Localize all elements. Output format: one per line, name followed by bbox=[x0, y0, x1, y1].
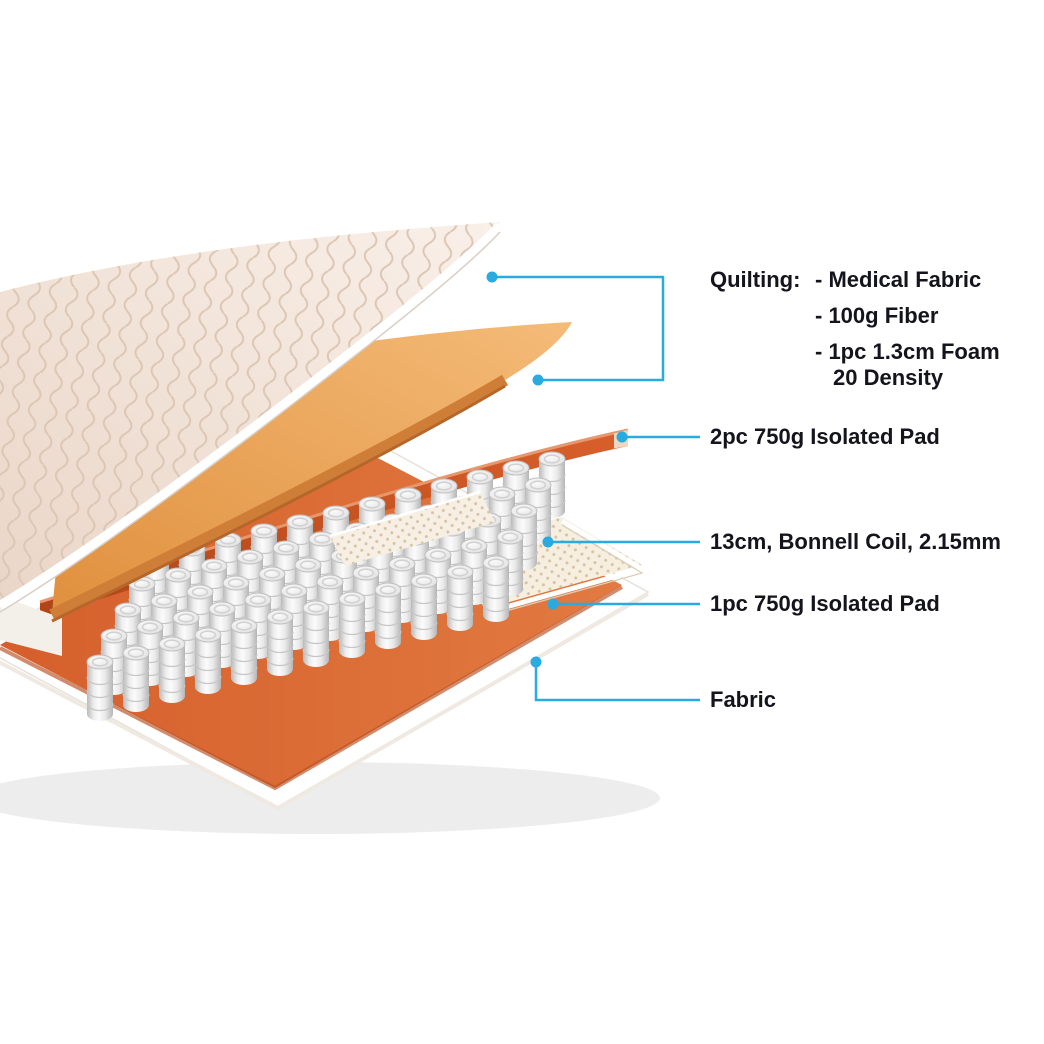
label-quilting-fiber: - 100g Fiber bbox=[815, 303, 939, 328]
callout-dot-bonnell-coil bbox=[542, 536, 554, 548]
label-fabric: Fabric bbox=[710, 687, 777, 712]
leader-fabric bbox=[534, 662, 700, 702]
ground-shadow bbox=[0, 762, 660, 834]
leader-quilting bbox=[492, 275, 665, 382]
callout-dot-quilting-fabric bbox=[486, 271, 498, 283]
callout-dot-quilting-foam bbox=[532, 374, 544, 386]
label-quilting-medical-fabric: - Medical Fabric bbox=[815, 267, 982, 292]
label-bonnell-coil: 13cm, Bonnell Coil, 2.15mm bbox=[710, 529, 1001, 554]
label-quilting-foam-line2: 20 Density bbox=[833, 365, 944, 390]
callout-dot-isolated-pad-1pc bbox=[547, 598, 559, 610]
callout-lines bbox=[486, 271, 700, 702]
left-foam-edge bbox=[0, 596, 62, 656]
label-isolated-pad-1pc: 1pc 750g Isolated Pad bbox=[710, 591, 940, 616]
callout-dot-isolated-pad-2pc bbox=[616, 431, 628, 443]
label-quilting-foam-line1: - 1pc 1.3cm Foam bbox=[815, 339, 1000, 364]
quilting-sheet bbox=[0, 222, 504, 613]
coil-top-pad-strip bbox=[329, 490, 495, 566]
label-quilting-heading: Quilting: bbox=[710, 267, 801, 292]
callout-dot-fabric bbox=[530, 656, 542, 668]
label-isolated-pad-2pc: 2pc 750g Isolated Pad bbox=[710, 424, 940, 449]
